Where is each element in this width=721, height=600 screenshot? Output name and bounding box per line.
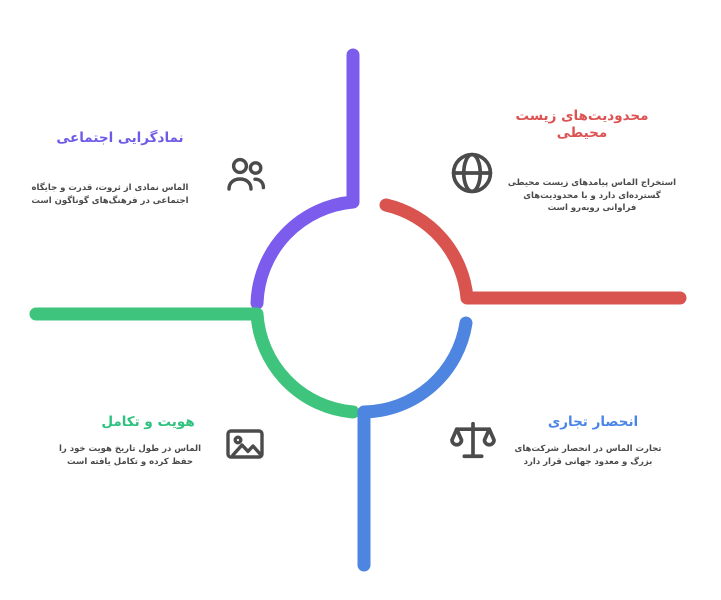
description-line: اجتماعی در فرهنگ‌های گوناگون است xyxy=(31,195,189,206)
segment-path-commercial-monopoly xyxy=(357,316,473,572)
segment-title-commercial-monopoly: انحصار تجاری xyxy=(493,414,693,431)
scales-icon xyxy=(447,414,499,466)
globe-icon xyxy=(446,147,498,199)
description-line: فراوانی روبه‌رو است xyxy=(547,203,637,213)
segment-title-social-symbolism: نمادگرایی اجتماعی xyxy=(20,130,220,147)
description-line: استخراج الماس پیامدهای زیست محیطی xyxy=(507,178,677,188)
segment-description-environmental-limitations: استخراج الماس پیامدهای زیست محیطی گسترده… xyxy=(494,177,690,215)
title-line: محدودیت‌های زیست xyxy=(515,108,649,124)
title-line: محیطی xyxy=(556,125,608,141)
segment-path-environmental-limitations xyxy=(379,198,687,305)
segment-path-social-symbolism xyxy=(250,48,360,310)
segment-path-identity-evolution xyxy=(29,307,360,419)
picture-frame-icon xyxy=(221,421,269,469)
segment-description-social-symbolism: الماس نمادی از ثروت، قدرت و جایگاه اجتما… xyxy=(10,182,210,207)
description-line: الماس نمادی از ثروت، قدرت و جایگاه xyxy=(31,183,189,193)
people-icon xyxy=(222,150,270,198)
description-line: گسترده‌ای دارد و با محدودیت‌های xyxy=(523,190,661,201)
title-line: هویت و تکامل xyxy=(101,414,195,430)
segment-description-identity-evolution: الماس در طول تاریخ هویت خود را حفظ کرده … xyxy=(30,443,230,468)
description-line: الماس در طول تاریخ هویت خود را xyxy=(58,444,202,454)
title-line: انحصار تجاری xyxy=(547,414,639,430)
segment-description-commercial-monopoly: تجارت الماس در انحصار شرکت‌های بزرگ و مع… xyxy=(488,443,688,468)
title-line: نمادگرایی اجتماعی xyxy=(56,130,184,146)
segment-title-environmental-limitations: محدودیت‌های زیست محیطی xyxy=(482,108,682,142)
description-line: تجارت الماس در انحصار شرکت‌های xyxy=(514,444,662,454)
description-line: حفظ کرده و تکامل یافته است xyxy=(66,456,194,467)
description-line: بزرگ و معدود جهانی قرار دارد xyxy=(523,456,653,467)
segment-title-identity-evolution: هویت و تکامل xyxy=(48,414,248,431)
